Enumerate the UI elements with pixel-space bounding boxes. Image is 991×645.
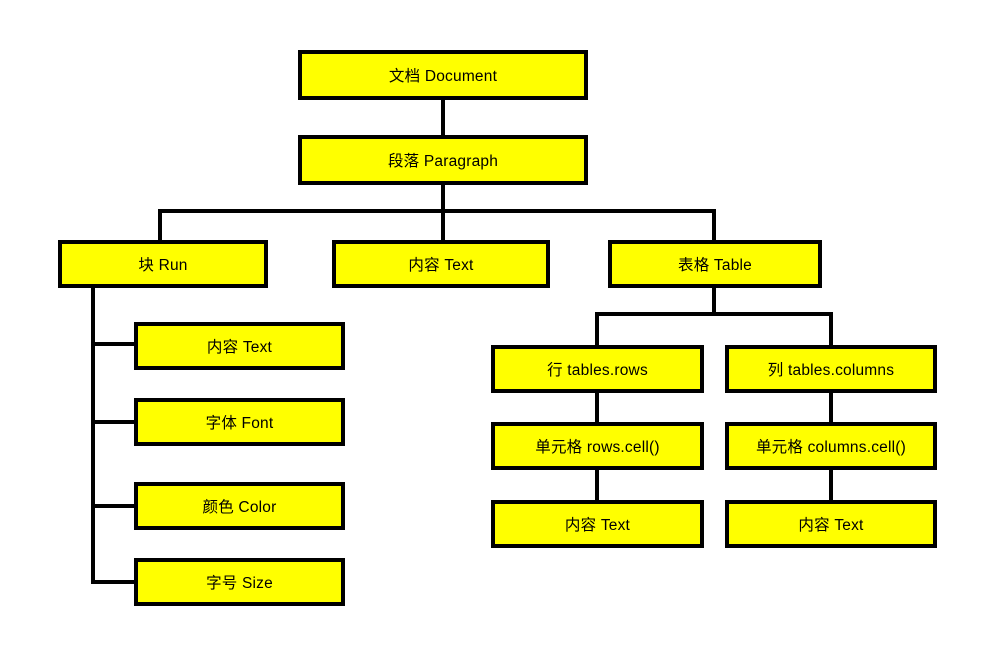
connector-junction-table (712, 209, 716, 242)
connector-spine-runtext (91, 342, 138, 346)
connector-columnscell-columnstext (829, 468, 833, 502)
connector-table-horizontal (595, 312, 833, 316)
connector-document-paragraph (441, 98, 445, 138)
node-paragraph: 段落 Paragraph (298, 135, 588, 185)
connector-paragraph-junction (441, 183, 445, 213)
connector-junction-text (441, 209, 445, 242)
connector-spine-runfont (91, 420, 138, 424)
connector-spine-runsize (91, 580, 138, 584)
connector-spine-runcolor (91, 504, 138, 508)
node-table-rows: 行 tables.rows (491, 345, 704, 393)
connector-columns-columnscell (829, 391, 833, 424)
connector-rows-rowscell (595, 391, 599, 424)
connector-rowscell-rowstext (595, 468, 599, 502)
node-rows-cell: 单元格 rows.cell() (491, 422, 704, 470)
connector-table-junction (712, 286, 716, 316)
node-document: 文档 Document (298, 50, 588, 100)
connector-run-spine (91, 286, 95, 584)
node-run-text: 内容 Text (134, 322, 345, 370)
node-table-columns: 列 tables.columns (725, 345, 937, 393)
node-run: 块 Run (58, 240, 268, 288)
node-paragraph-text: 内容 Text (332, 240, 550, 288)
connector-junction-horizontal (158, 209, 716, 213)
node-run-font: 字体 Font (134, 398, 345, 446)
node-columns-cell: 单元格 columns.cell() (725, 422, 937, 470)
node-run-color: 颜色 Color (134, 482, 345, 530)
node-run-size: 字号 Size (134, 558, 345, 606)
connector-junction-run (158, 209, 162, 242)
node-rows-text: 内容 Text (491, 500, 704, 548)
node-columns-text: 内容 Text (725, 500, 937, 548)
node-table: 表格 Table (608, 240, 822, 288)
connector-junction-rows (595, 312, 599, 347)
connector-junction-columns (829, 312, 833, 347)
